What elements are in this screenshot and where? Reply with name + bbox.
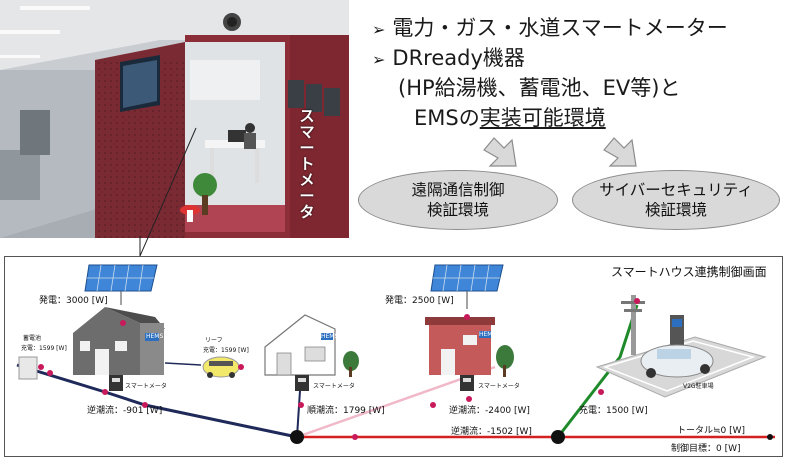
house1-line [16, 363, 298, 439]
ems-prefix: EMSの [414, 106, 480, 130]
arrow-bullet-icon: ➢ [372, 20, 386, 39]
bullet-smart-meters: ➢ 電力・ガス・水道スマートメーター [372, 12, 728, 42]
showroom-photo-illustration [0, 0, 349, 238]
battery-name: 蓄電池 [23, 335, 42, 342]
smart-meter-icon [460, 375, 474, 391]
ev-car-icon [202, 356, 240, 378]
flow-markers [38, 298, 640, 440]
smart-meter-vertical-label: スマートメータ [299, 107, 315, 221]
house2-flow: 順潮流：1799 [W] [307, 406, 385, 416]
grid-endpoint [767, 434, 773, 440]
house2-icon [264, 314, 359, 377]
bullet-drready: ➢ DRready機器 [372, 42, 525, 72]
bullet-drready-devices: (HP給湯機、蓄電池、EV等)と [398, 76, 681, 100]
oval-line: 検証環境 [644, 201, 707, 219]
v2g-parking-icon [595, 315, 767, 398]
house1-generation: 発電：3000 [W] [39, 296, 108, 306]
total-balance: トータル≒0 [W] [677, 426, 746, 436]
house3-generation: 発電：2500 [W] [385, 296, 454, 306]
house3-flow1: 逆潮流：-2400 [W] [449, 406, 530, 416]
oval-line: 遠隔通信制御 [411, 181, 505, 199]
house1-meter-label: スマートメータ [125, 383, 167, 390]
down-left-arrow-icon [603, 137, 637, 167]
house1-flow: 逆潮流：-901 [W] [87, 406, 163, 416]
house2-meter-label: スマートメータ [313, 383, 355, 390]
house3-meter-label: スマートメータ [478, 383, 520, 390]
smart-house-photo: スマートメータ [0, 0, 349, 238]
control-target: 制御目標：0 [W] [671, 444, 741, 454]
house3-flow2: 逆潮流：-1502 [W] [451, 427, 532, 437]
cybersecurity-verification-oval: サイバーセキュリティ 検証環境 [572, 170, 780, 230]
remote-control-verification-oval: 遠隔通信制御 検証環境 [358, 170, 558, 230]
battery-icon [18, 356, 38, 380]
utility-pole-icon [621, 295, 645, 355]
house1-charge: 充電：1599 [W] [21, 345, 67, 352]
oval-line: 検証環境 [426, 201, 489, 219]
house3-hems: HEMS [479, 331, 497, 338]
panel-graphics [16, 264, 775, 444]
implementation-environment-text: 実装可能環境 [479, 106, 606, 130]
smart-meter-icon [109, 375, 123, 391]
down-left-arrow-icon [483, 137, 517, 167]
house1-icon [73, 307, 165, 375]
house1-hems: HEMS [146, 333, 164, 340]
house3-icon [425, 317, 514, 377]
v2g-charge: 充電：1500 [W] [579, 406, 648, 416]
smart-house-control-panel: スマートハウス連携制御画面 [4, 256, 783, 457]
ev-name: リーフ [205, 337, 223, 344]
bullet-smart-meters-text: 電力・ガス・水道スマートメーター [392, 16, 728, 40]
bullet-drready-text: DRready機器 [392, 46, 525, 70]
callout-lines [139, 127, 197, 258]
bullet-ems-line: EMSの実装可能環境 [414, 102, 606, 132]
arrow-bullet-icon: ➢ [372, 50, 386, 69]
v2g-lot-name: V2G駐車場 [683, 383, 714, 390]
junction-node [551, 430, 565, 444]
house2-charge: 充電：1599 [W] [203, 347, 249, 354]
solar-panel-icon [84, 264, 158, 305]
junction-node [290, 430, 304, 444]
solar-panel-icon [430, 264, 504, 309]
house2-hems: HEMS [321, 333, 339, 340]
smart-meter-icon [295, 375, 309, 391]
oval-line: サイバーセキュリティ [599, 181, 753, 199]
panel-title: スマートハウス連携制御画面 [611, 265, 767, 279]
